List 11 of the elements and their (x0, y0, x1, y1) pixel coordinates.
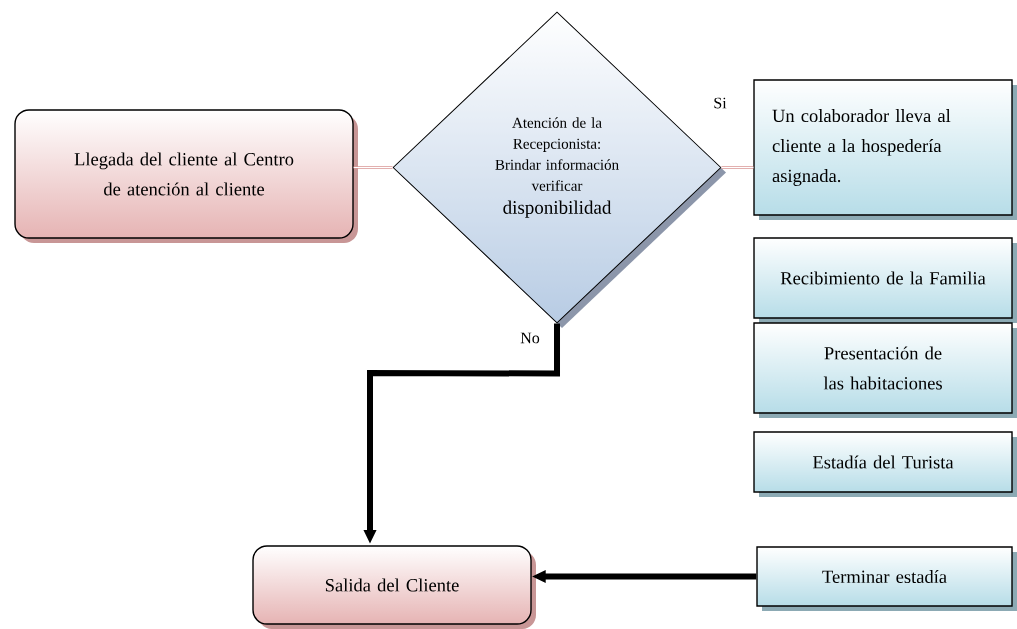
process-box: Estadía del Turista (753, 431, 1017, 497)
connector-line (353, 166, 394, 169)
process-box: Presentación de las habitaciones (753, 322, 1017, 418)
process-box: Terminar estadía (756, 546, 1017, 611)
edge-label: Si (711, 95, 729, 111)
process-box: Un colaborador lleva al cliente a la hospedería asignada. (753, 79, 1017, 220)
process-box: Recibimiento de la Familia (753, 237, 1017, 323)
connector-line (720, 166, 754, 169)
terminal-box: Salida del Cliente (252, 545, 536, 629)
edge-label: No (518, 330, 542, 346)
terminal-box: Llegada del cliente al Centro de atención al cliente (14, 109, 358, 243)
